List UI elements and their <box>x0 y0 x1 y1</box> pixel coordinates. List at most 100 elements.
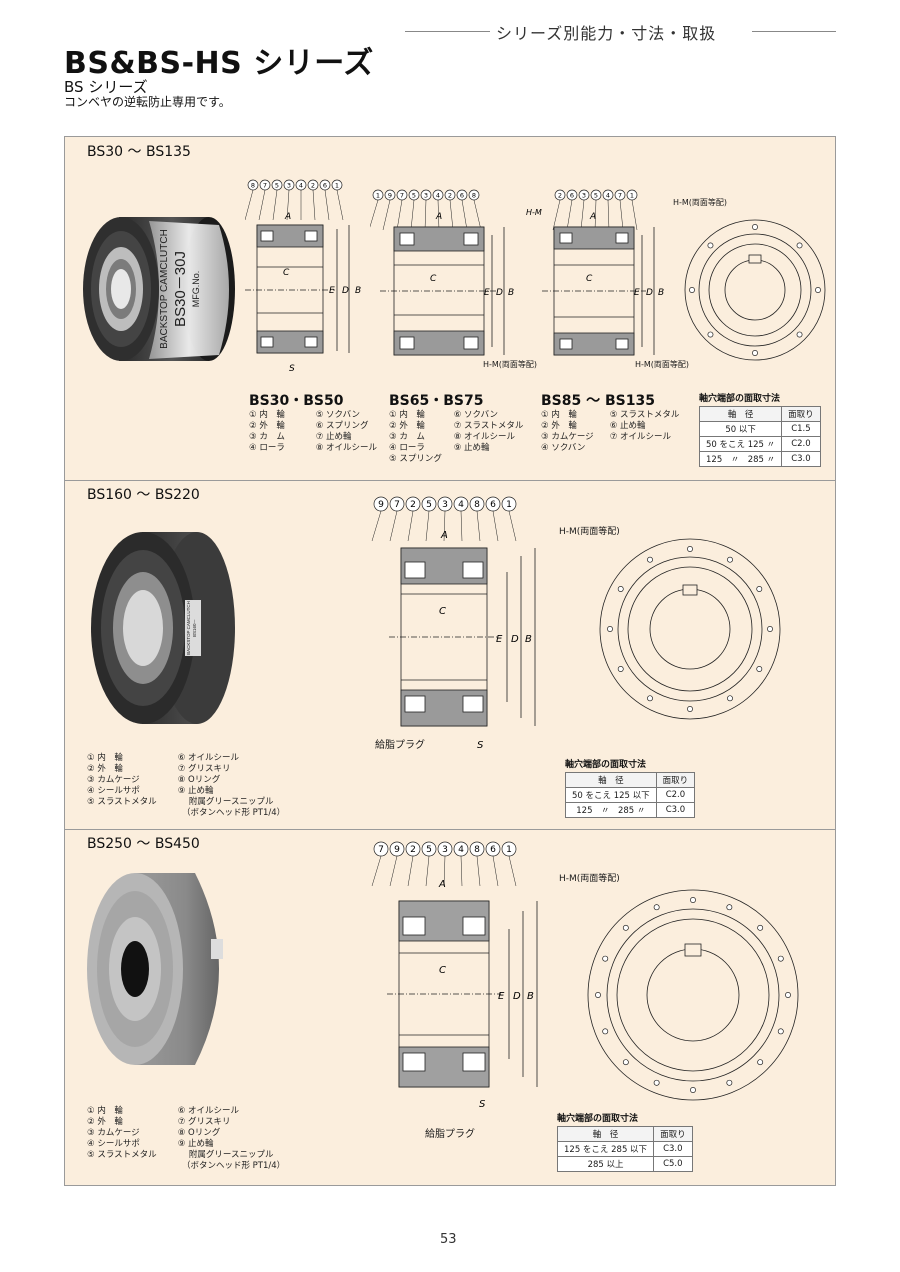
bolt-hole <box>796 242 803 249</box>
variant-title-bs65-bs75: BS65・BS75 <box>389 393 484 409</box>
svg-text:4: 4 <box>458 845 464 855</box>
column-header: 面取り <box>781 406 821 422</box>
part-balloon: 4 <box>602 189 614 231</box>
table-header-row: 軸 径面取り <box>565 772 696 788</box>
part-balloon: 1 <box>501 841 517 887</box>
part-balloon: 2 <box>405 841 421 887</box>
bolt-hole <box>727 556 733 563</box>
dim-label-A: A <box>435 212 442 222</box>
section-bs30-bs135: BS30 ～ BS135 BACKSTOP CAMCLUTCH BS30－3 <box>65 137 835 481</box>
svg-text:6: 6 <box>490 500 496 510</box>
part-item: ③ カムケージ <box>87 1128 140 1138</box>
svg-text:5: 5 <box>412 191 416 199</box>
part-item: ③ カ ム <box>249 432 285 442</box>
svg-text:3: 3 <box>442 845 448 855</box>
product-photo-bs30: BACKSTOP CAMCLUTCH BS30－30J MFG.No. <box>83 217 235 361</box>
part-balloon: 2 <box>444 189 456 231</box>
svg-text:7: 7 <box>378 845 384 855</box>
bolt-hole <box>777 955 784 962</box>
dim-label-B: B <box>525 634 532 645</box>
end-view-bs30-bs135 <box>684 219 826 361</box>
hm-note-end: H-M(両面等配) <box>559 874 620 884</box>
dim-label-B: B <box>508 288 514 298</box>
page-description: コンベヤの逆転防止専用です。 <box>64 95 231 109</box>
bolt-hole <box>756 666 763 672</box>
table-cell: C2.0 <box>781 436 821 452</box>
part-balloon: 5 <box>421 841 437 887</box>
section-title: BS30 ～ BS135 <box>87 144 191 160</box>
bolt-hole <box>752 224 758 230</box>
dim-label-A: A <box>440 530 448 541</box>
svg-text:8: 8 <box>251 181 255 189</box>
dim-label-D: D <box>646 288 653 298</box>
dim-label-C: C <box>439 965 446 976</box>
part-item: ⑦ スラストメタル <box>453 421 524 431</box>
svg-text:1: 1 <box>335 181 339 189</box>
svg-text:7: 7 <box>394 500 400 510</box>
chamfer-table-title: 軸穴端部の面取寸法 <box>699 394 781 404</box>
table-row: 50 をこえ 125 〃C2.0 <box>698 436 821 452</box>
part-balloon: 1 <box>626 189 638 231</box>
part-item: ④ ローラ <box>249 443 285 453</box>
svg-text:9: 9 <box>378 500 384 510</box>
part-item: ① 内 輪 <box>87 1106 123 1116</box>
bolt-hole <box>647 695 653 702</box>
grease-plug-label: 給脂プラグ <box>375 740 425 751</box>
svg-text:3: 3 <box>287 181 291 189</box>
part-item: ⑦ オイルシール <box>609 432 672 442</box>
chamfer-table-title: 軸穴端部の面取寸法 <box>557 1114 639 1124</box>
hm-note-2: H-M(両面等配) <box>635 360 690 369</box>
bolt-holes <box>595 897 791 1093</box>
svg-text:5: 5 <box>275 181 279 189</box>
dim-label-C: C <box>439 606 446 617</box>
svg-text:8: 8 <box>474 845 480 855</box>
part-balloon: 6 <box>485 841 501 887</box>
product-photo-bs160: BACKSTOP CAMCLUTCH BS160－ <box>91 532 235 724</box>
bolt-hole <box>785 992 791 998</box>
svg-text:5: 5 <box>426 500 432 510</box>
dim-label-S: S <box>289 364 295 374</box>
table-cell: C3.0 <box>655 802 696 818</box>
dim-label-B: B <box>527 991 534 1002</box>
category-header: シリーズ別能力・寸法・取扱 <box>496 24 717 43</box>
part-item: ⑦ グリスキリ <box>177 764 231 774</box>
dim-label-S: S <box>479 1099 486 1110</box>
page-number: 53 <box>440 1232 457 1247</box>
photo-label-line2: BS160－ <box>192 619 197 637</box>
dim-label-B: B <box>355 286 361 296</box>
part-item: ① 内 輪 <box>389 410 425 420</box>
svg-text:4: 4 <box>299 181 303 189</box>
svg-text:1: 1 <box>506 500 512 510</box>
table-header-row: 軸 径面取り <box>556 1126 693 1142</box>
table-cell: 285 以上 <box>556 1156 655 1172</box>
part-balloon: 8 <box>468 189 482 231</box>
bolt-holes <box>607 546 773 712</box>
bolt-hole <box>617 586 624 592</box>
dim-label-C: C <box>586 274 593 284</box>
part-item: ⑤ スプリング <box>389 454 442 464</box>
bolt-hole <box>602 955 609 962</box>
part-item: ⑧ Oリング <box>177 1128 221 1138</box>
part-balloon: 2 <box>307 179 319 221</box>
dim-label-E: E <box>498 991 505 1002</box>
part-balloon: 1 <box>501 496 517 542</box>
dim-label-B: B <box>658 288 664 298</box>
chamfer-table-title: 軸穴端部の面取寸法 <box>565 760 647 770</box>
bolt-hole <box>607 626 613 632</box>
column-header: 面取り <box>655 772 696 788</box>
part-item: ⑤ スラストメタル <box>87 797 157 807</box>
dim-label-D: D <box>511 634 519 645</box>
dim-label-A: A <box>438 879 446 890</box>
